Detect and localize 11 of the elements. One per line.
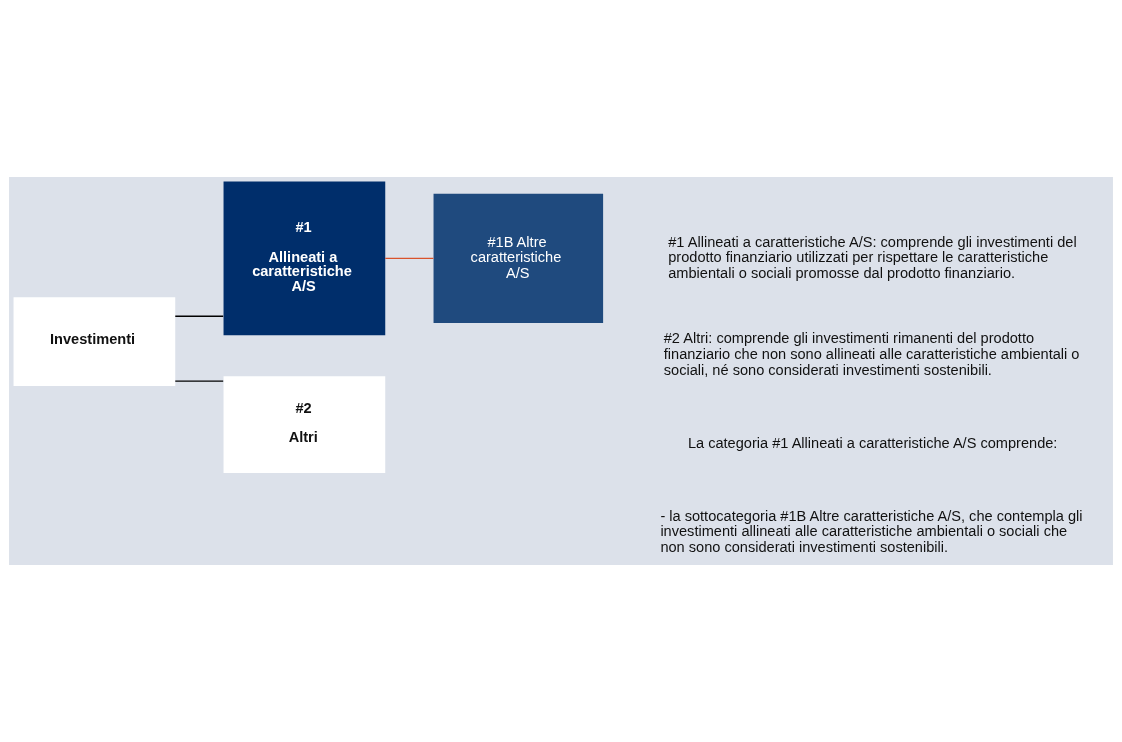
label: - la sottocategoria #1B Altre caratteristiche A/S, che contempla gli investimenti allineati alle caratteristiche ambientali o sociali che non sono considerati investimenti sostenibili. <box>660 507 1083 555</box>
node-box: #2 Altri <box>223 376 386 473</box>
connector <box>384 257 435 260</box>
label: #2 Altri: comprende gli investimenti rimanenti del prodotto finanziario che non sono allineati alle caratteristiche ambientali o sociali, né sono considerati investimenti sostenibili. <box>663 330 1080 378</box>
connector <box>174 380 224 382</box>
node-box: #1 Allineati a caratteristiche A/S <box>223 181 386 336</box>
label: La categoria #1 Allineati a caratteristiche A/S comprende: <box>687 434 1058 451</box>
node-box: #1B Altre caratteristiche A/S <box>433 193 604 323</box>
connector <box>174 315 224 317</box>
node-box: Investimenti <box>13 297 176 386</box>
label: #1 Allineati a caratteristiche A/S: comprende gli investimenti del prodotto finanziario utilizzati per rispettare le caratteristiche ambientali o sociali promosse dal prodotto finanziario. <box>668 233 1077 281</box>
